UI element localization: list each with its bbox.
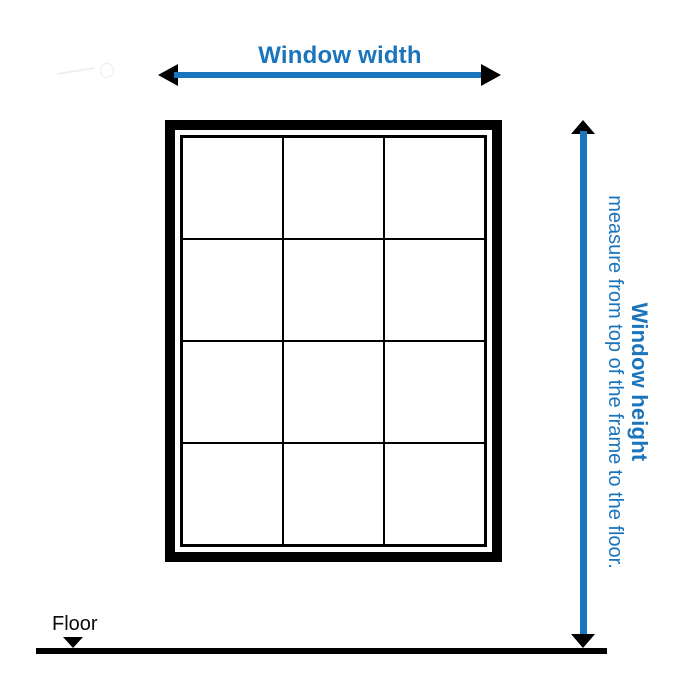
window-pane [183,138,282,238]
floor-label: Floor [52,613,98,635]
window-pane [183,342,282,442]
window-grid [183,138,484,544]
arrowhead-down-icon [571,634,595,648]
width-arrow-line [174,72,484,78]
window-height-subtitle: measure from top of the frame to the flo… [604,195,626,569]
window-width-label: Window width [258,42,422,69]
window-pane [183,240,282,340]
window-frame-inner [180,135,487,547]
window-pane [385,138,484,238]
window-height-label-block: Window height measure from top of the fr… [602,195,652,569]
window-frame-outer [165,120,502,562]
window-pane [183,444,282,544]
height-arrow-line [580,131,587,636]
arrowhead-up-icon [571,120,595,134]
faint-artifact-line [57,67,95,75]
arrowhead-left-icon [158,64,178,86]
floor-line [36,648,607,654]
window-pane [385,342,484,442]
window-pane [284,342,383,442]
window-pane [284,240,383,340]
window-pane [385,240,484,340]
window-pane [284,444,383,544]
window-pane [284,138,383,238]
window-height-title: Window height [627,302,652,462]
arrowhead-right-icon [481,64,501,86]
faint-artifact-curl [100,63,114,78]
floor-marker-icon [63,637,83,648]
window-pane [385,444,484,544]
